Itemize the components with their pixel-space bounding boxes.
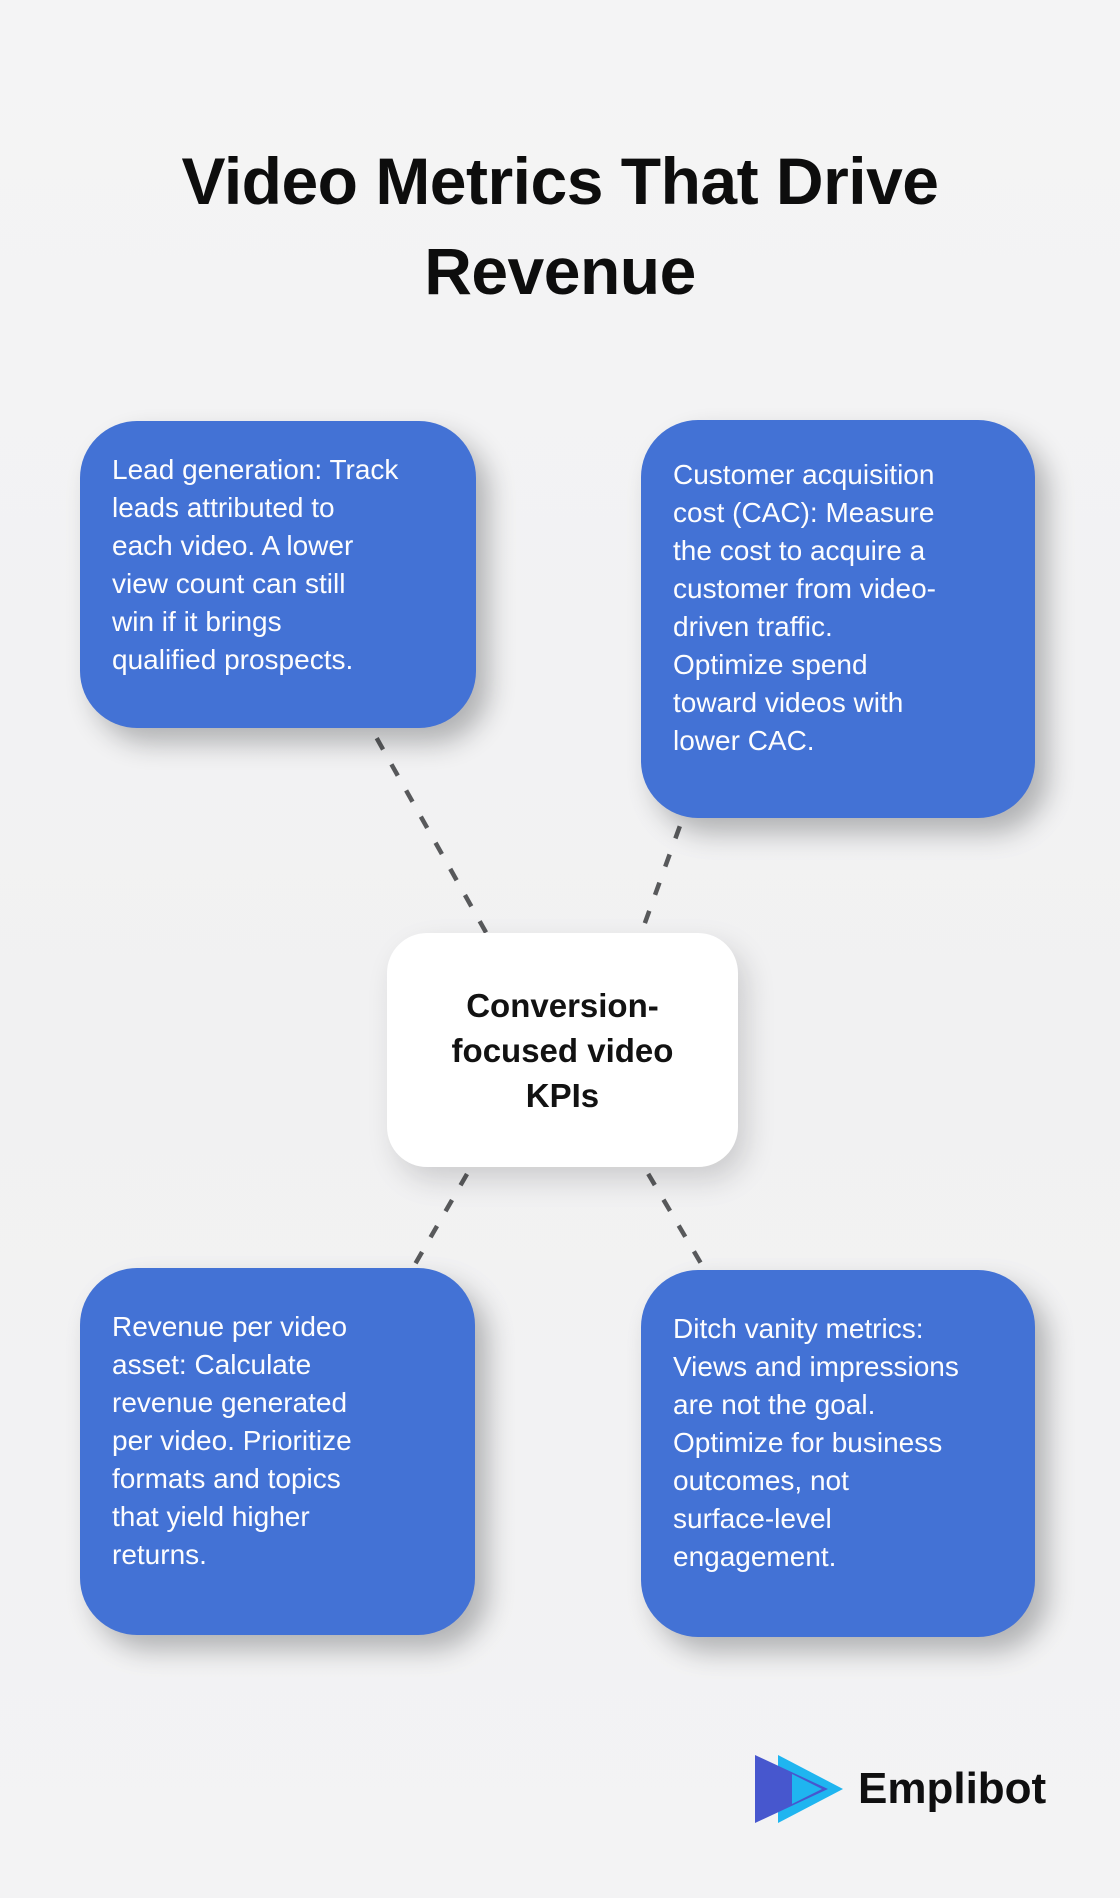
node-ditch-vanity-metrics: Ditch vanity metrics: Views and impressi…	[641, 1270, 1035, 1637]
center-node-conversion-kpis: Conversion- focused video KPIs	[387, 933, 738, 1167]
play-triangles-icon	[755, 1755, 843, 1823]
connector-top-left	[360, 710, 499, 954]
node-customer-acquisition-cost: Customer acquisition cost (CAC): Measure…	[641, 420, 1035, 818]
play-triangle-inner	[792, 1774, 822, 1804]
page-title: Video Metrics That Drive Revenue	[181, 144, 939, 309]
node-lead-generation: Lead generation: Track leads attributed …	[80, 421, 476, 728]
node-revenue-per-video: Revenue per video asset: Calculate reven…	[80, 1268, 475, 1635]
brand-wordmark: Emplibot	[858, 1764, 1047, 1813]
emplibot-logo: Emplibot	[755, 1755, 1046, 1823]
play-triangle-front	[755, 1755, 828, 1823]
